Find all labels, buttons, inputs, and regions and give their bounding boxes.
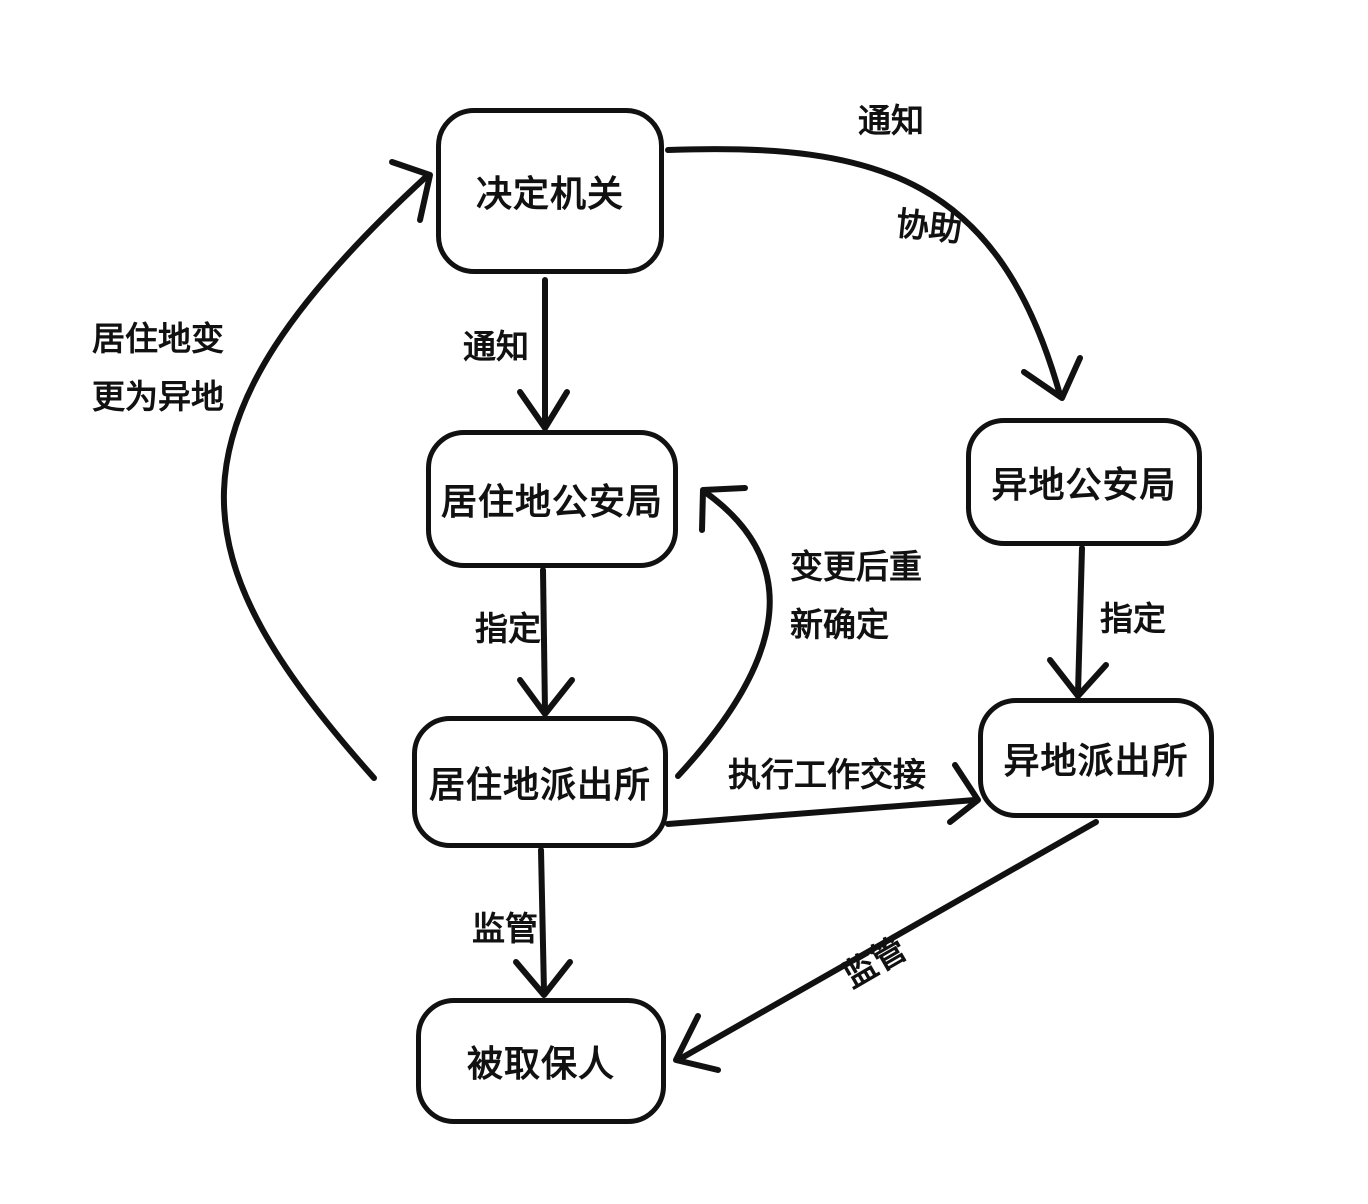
- node-residence-police-station: 居住地派出所: [412, 716, 668, 848]
- edge-label-handover-text: 执行工作交接: [728, 755, 926, 794]
- edge-label-designate-1: 指定: [475, 609, 541, 648]
- edge-label-decision-to-residence-bureau: 通知: [463, 318, 529, 376]
- edge-label-decision-to-remote-bureau-assist: 协助: [894, 203, 964, 250]
- node-residence-police-bureau: 居住地公安局: [426, 430, 678, 568]
- edge-label-redetermine-line-2: 新确定: [790, 604, 889, 644]
- arrow-station-to-residence-bureau: [675, 489, 773, 779]
- arrow-remote-bureau-to-station: [1075, 545, 1085, 696]
- edge-label-station-to-decision: 居住地变 更为异地: [92, 310, 224, 426]
- node-remote-police-station-label: 异地派出所: [1003, 741, 1189, 782]
- arrowhead-station-to-residence-bureau: [699, 485, 748, 533]
- node-remote-police-bureau: 异地公安局: [966, 418, 1202, 546]
- arrowhead-residence-bureau-to-station: [517, 677, 575, 717]
- arrow-handover: [665, 797, 978, 827]
- arrowhead-decision-to-remote-bureau: [1021, 355, 1083, 401]
- node-decision-authority-label: 决定机关: [475, 174, 624, 215]
- node-bailee-label: 被取保人: [466, 1044, 615, 1085]
- edge-label-supervise-1: 监管: [472, 909, 538, 948]
- edge-label-notify-1: 通知: [463, 327, 529, 366]
- edge-label-redetermine-line-1: 变更后重: [790, 547, 922, 586]
- node-remote-police-station: 异地派出所: [978, 698, 1214, 818]
- arrowhead-decision-to-residence-bureau: [517, 389, 570, 431]
- edge-label-residence-change-line-2: 更为异地: [92, 376, 224, 416]
- arrowhead-remote-station-to-bailee: [673, 1013, 721, 1073]
- edge-label-residence-station-supervise: 监管: [472, 900, 538, 958]
- node-remote-police-bureau-label: 异地公安局: [991, 465, 1177, 506]
- edge-label-notify-2: 通知: [858, 101, 924, 140]
- arrow-remote-station-to-bailee: [675, 819, 1099, 1063]
- arrowhead-station-to-decision: [389, 159, 433, 223]
- arrow-residence-bureau-to-station: [540, 567, 548, 715]
- arrowhead-handover: [947, 762, 981, 825]
- edge-label-decision-to-remote-bureau: 通知: [858, 104, 924, 137]
- node-residence-police-station-label: 居住地派出所: [428, 765, 651, 806]
- arrow-station-to-decision: [220, 172, 431, 781]
- arrow-decision-to-remote-bureau: [665, 146, 1063, 398]
- node-bailee: 被取保人: [416, 998, 666, 1124]
- node-residence-police-bureau-label: 居住地公安局: [440, 482, 663, 523]
- edge-label-designate-2: 指定: [1100, 599, 1166, 638]
- edge-label-residence-change-line-1: 居住地变: [92, 319, 224, 358]
- arrowhead-remote-bureau-to-station: [1047, 657, 1109, 699]
- edge-label-handover: 执行工作交接: [728, 758, 926, 791]
- arrowhead-residence-station-to-bailee: [513, 959, 573, 998]
- edge-label-remote-bureau-to-station: 指定: [1100, 590, 1166, 648]
- edge-label-residence-bureau-to-station: 指定: [475, 600, 541, 658]
- node-decision-authority: 决定机关: [436, 108, 664, 274]
- edge-label-assist: 协助: [894, 203, 964, 250]
- arrow-residence-station-to-bailee: [538, 847, 547, 995]
- edge-label-station-to-residence-bureau: 变更后重 新确定: [790, 538, 922, 654]
